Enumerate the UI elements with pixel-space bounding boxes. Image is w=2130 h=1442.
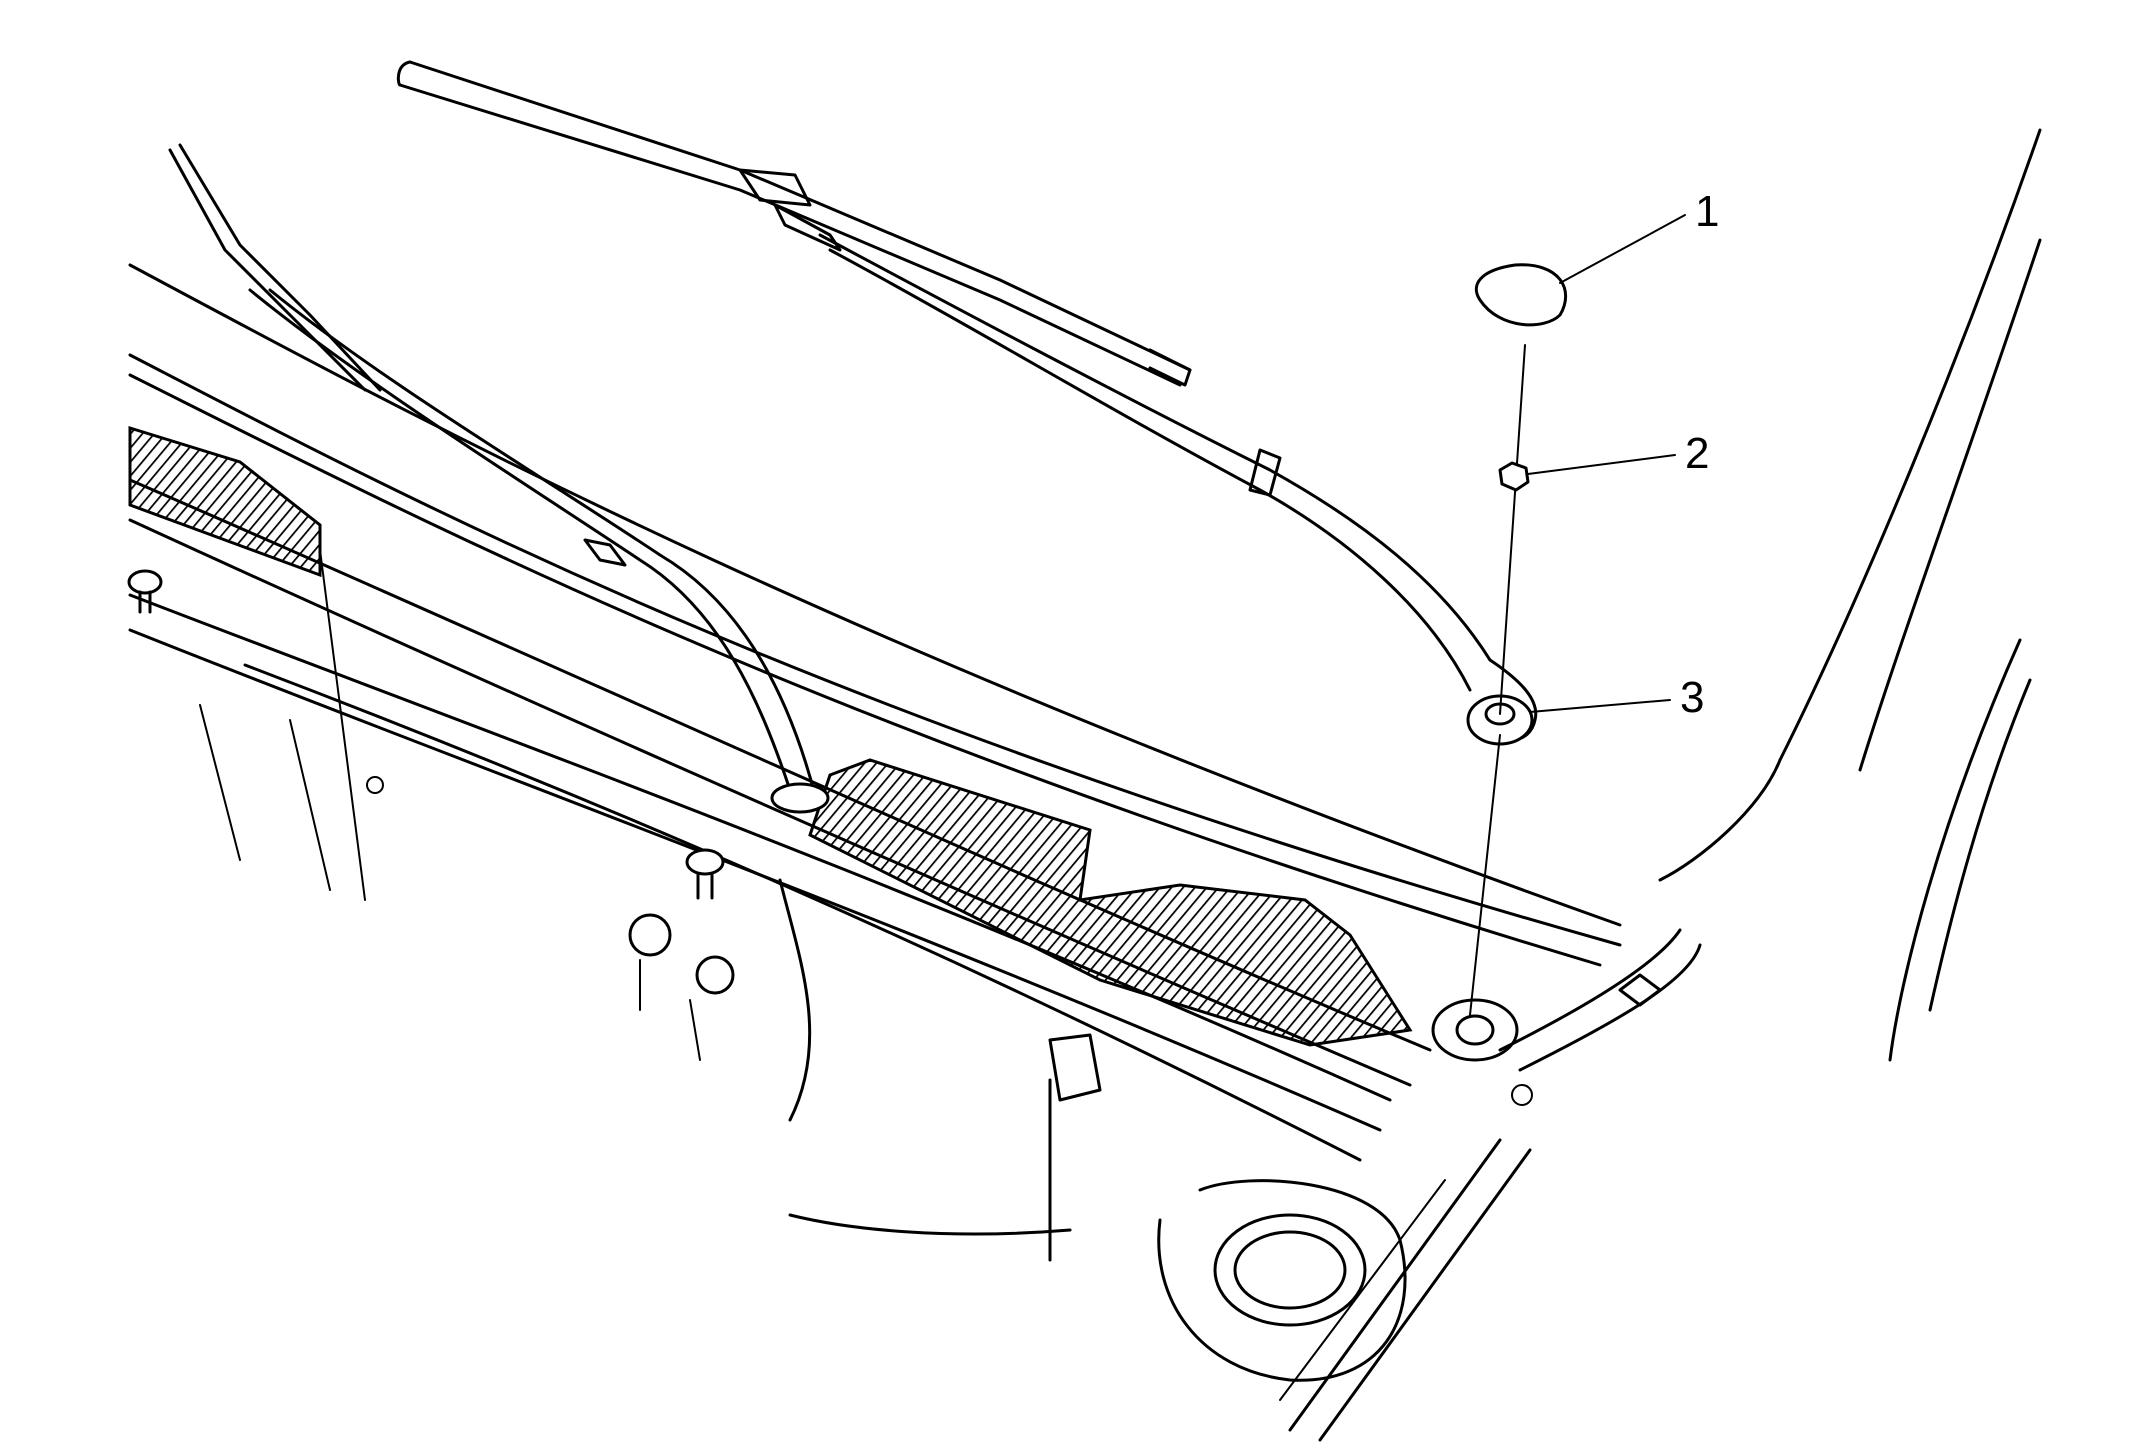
right-fender	[1658, 128, 2042, 1062]
callout-label-2: 2	[1685, 429, 1709, 478]
washer-nozzle-left	[127, 569, 163, 614]
wiper-arm-nut-cap	[1474, 263, 1568, 327]
left-wiper-arm	[168, 143, 830, 814]
cowl-panel	[128, 478, 1432, 1162]
washer-nozzle-right	[685, 848, 725, 900]
callouts: 1 2 3	[1527, 187, 1719, 722]
leader-line-2	[1527, 454, 1676, 475]
cowl-grille-left	[128, 425, 322, 578]
leader-line-1	[1559, 214, 1686, 284]
windshield	[128, 263, 1622, 967]
engine-bay	[366, 776, 1533, 1442]
callout-label-3: 3	[1680, 673, 1704, 722]
wiper-arm-nut	[1498, 461, 1530, 492]
cowl-grille-center	[808, 758, 1413, 1047]
wiper-pivot-shaft	[1431, 344, 1702, 1072]
callout-label-1: 1	[1695, 187, 1719, 236]
wiper-arm	[818, 233, 1538, 746]
leader-line-3	[1529, 699, 1671, 713]
right-wiper-blade	[396, 60, 1192, 387]
